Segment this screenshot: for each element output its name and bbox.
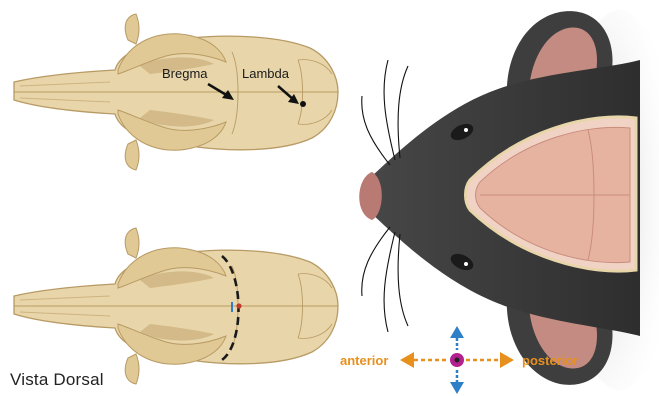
lambda-label: Lambda [242, 66, 290, 81]
posterior-label: posterior [522, 353, 578, 368]
lambda-point [300, 101, 306, 107]
bregma-label: Bregma [162, 66, 208, 81]
bregma-marker [236, 303, 241, 308]
skull-top: Bregma Lambda [14, 14, 338, 170]
anterior-arrowhead [400, 352, 414, 368]
anterior-label: anterior [340, 353, 388, 368]
posterior-arrowhead [500, 352, 514, 368]
skull-bottom [14, 228, 338, 384]
mouse-head [359, 10, 659, 390]
view-caption: Vista Dorsal [10, 370, 104, 390]
